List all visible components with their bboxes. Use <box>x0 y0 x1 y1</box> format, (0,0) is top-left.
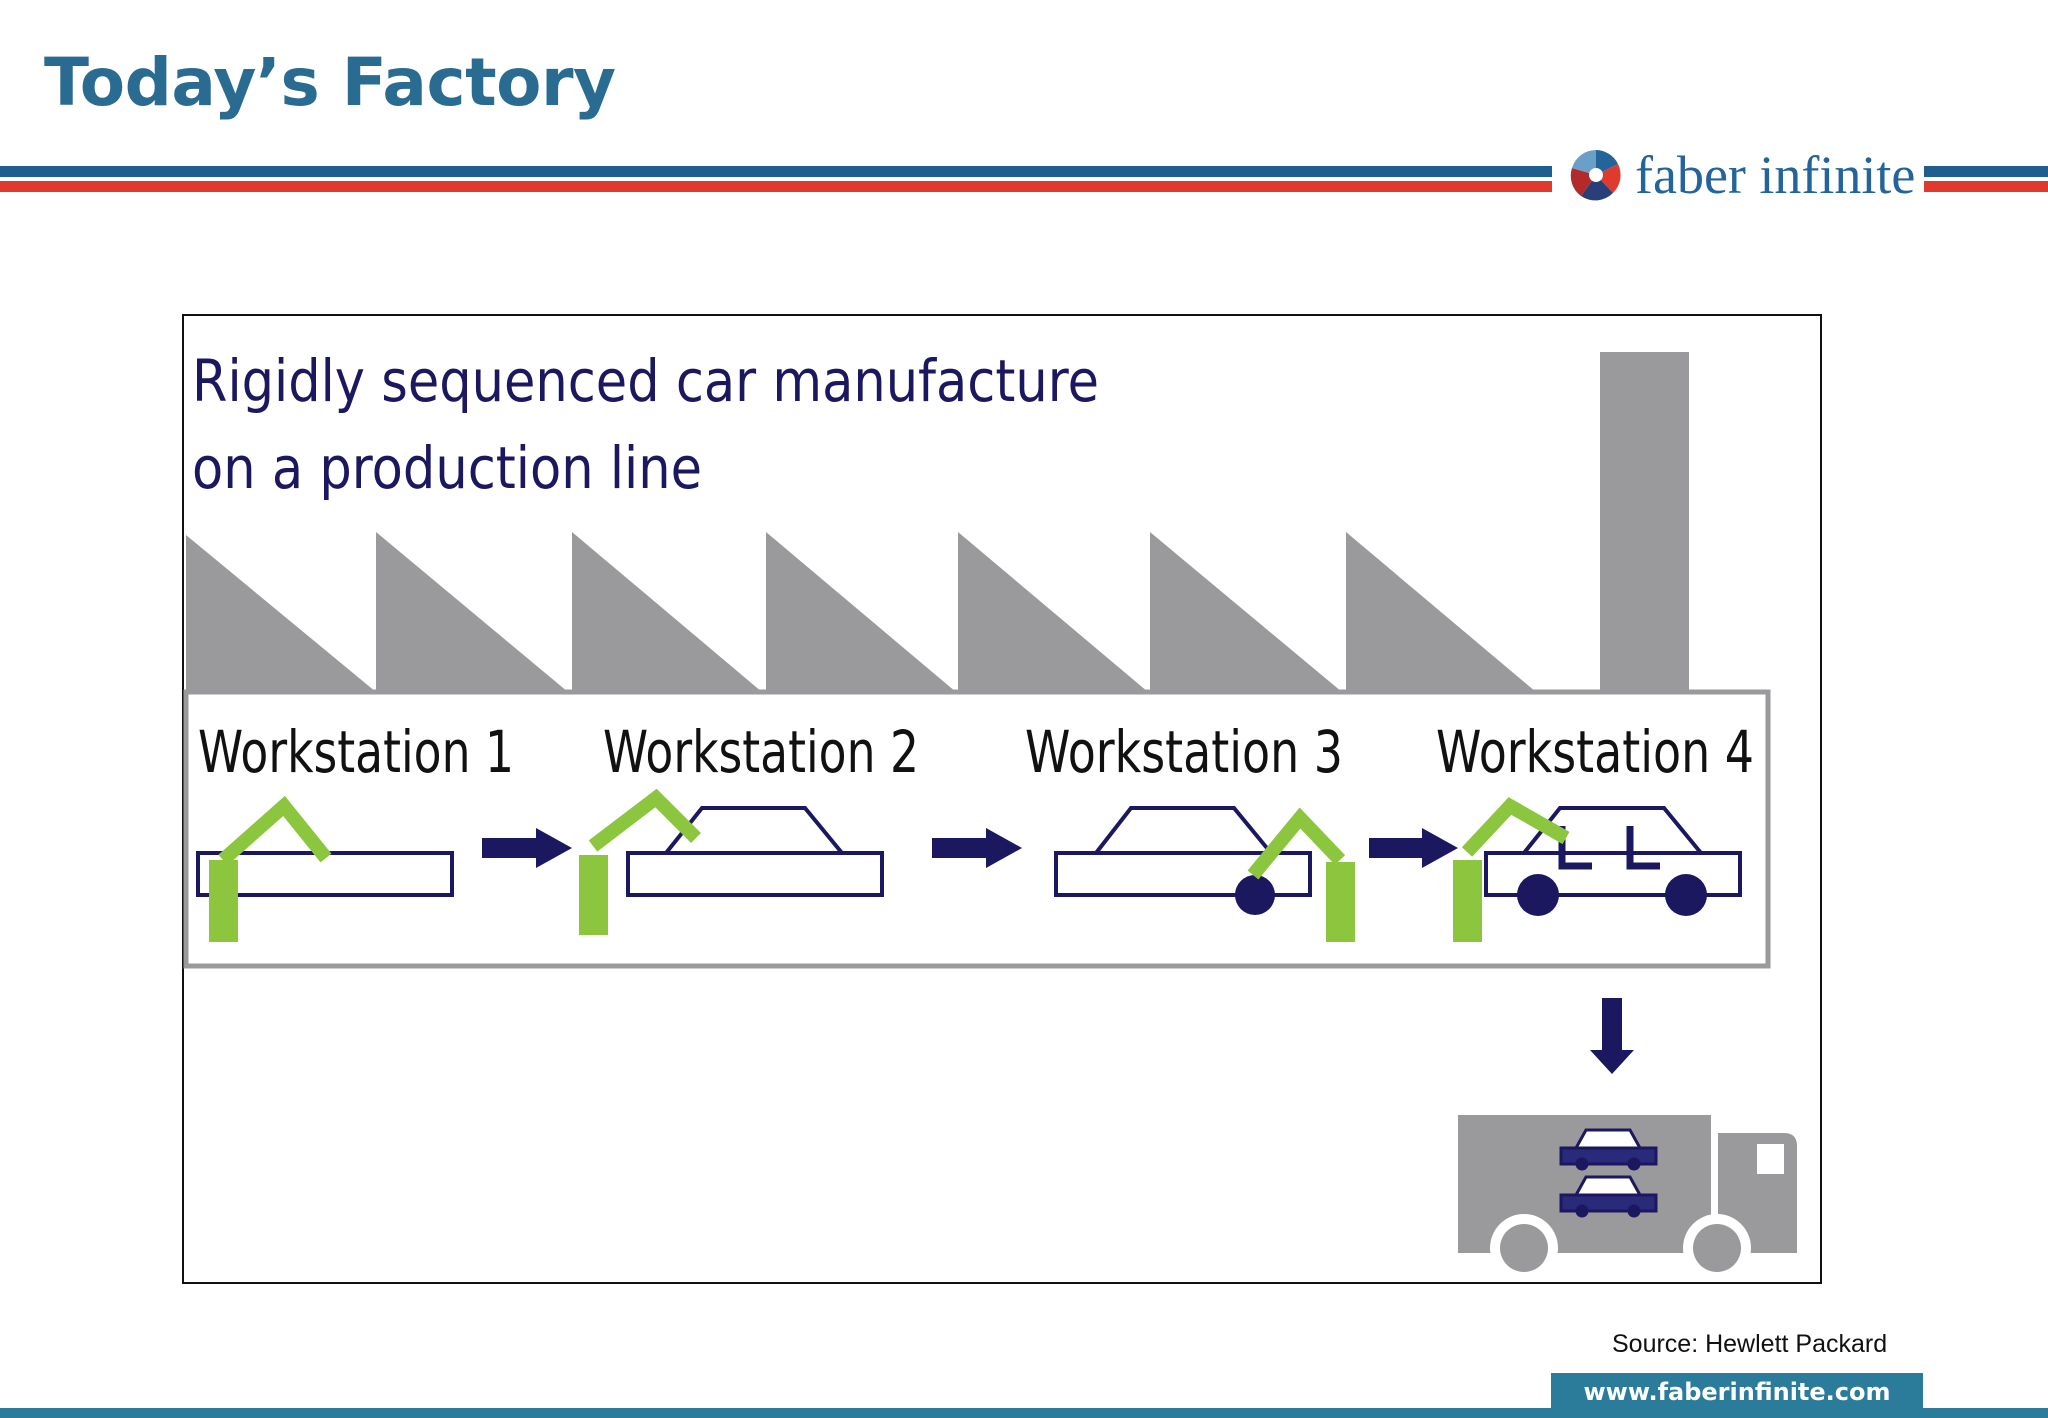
brand-logo: faber infinite <box>1565 145 1915 205</box>
website-url[interactable]: www.faberinfinite.com <box>1551 1373 1923 1410</box>
car-cabin-3 <box>1094 806 1273 855</box>
roof-tooth-3 <box>572 532 762 692</box>
workstation-1-label: Workstation 1 <box>198 718 514 786</box>
roof-tooth-7 <box>1346 532 1536 692</box>
slide-title: Today’s Factory <box>44 44 616 121</box>
robot-arm-4 <box>1453 797 1570 942</box>
roof-tooth-6 <box>1150 532 1342 692</box>
diagram-caption-line2: on a production line <box>192 434 702 502</box>
workstation-4-label: Workstation 4 <box>1436 718 1754 786</box>
car-chassis-2 <box>626 851 884 897</box>
roof-tooth-5 <box>958 532 1148 692</box>
arrow-right-2 <box>932 828 1022 868</box>
flow-arrows <box>482 828 1634 1074</box>
delivery-truck <box>1458 1115 1797 1282</box>
workstation-4-car <box>1484 806 1742 916</box>
car-wheel-3 <box>1235 875 1275 915</box>
car-seat-rear <box>1626 826 1660 870</box>
production-line-panel <box>183 689 1771 969</box>
roof-tooth-2 <box>376 532 568 692</box>
header-rule-blue-left <box>0 166 1552 177</box>
robot-arm-1 <box>209 795 332 942</box>
footer-bar <box>0 1408 2048 1418</box>
robot-arm-2 <box>579 788 701 935</box>
workstation-2-label: Workstation 2 <box>603 718 919 786</box>
faber-infinite-logo-icon <box>1570 149 1622 201</box>
truck-window <box>1757 1144 1784 1174</box>
car-wheel-4-front <box>1517 874 1559 916</box>
source-citation: Source: Hewlett Packard <box>1612 1330 1888 1358</box>
header-rule-red-right <box>1924 181 2048 192</box>
arrow-down <box>1590 998 1634 1074</box>
workstation-2-car <box>626 806 884 897</box>
factory-chimney <box>1600 352 1689 692</box>
brand-name: faber infinite <box>1635 145 1916 205</box>
diagram-caption-line1: Rigidly sequenced car manufacture <box>192 347 1099 415</box>
arrow-right-3 <box>1369 828 1458 868</box>
roof-tooth-1 <box>186 535 376 692</box>
header-rule-blue-right <box>1924 166 2048 177</box>
robot-arm-3 <box>1247 807 1355 942</box>
factory-roof <box>186 352 1689 692</box>
roof-tooth-4 <box>766 532 956 692</box>
arrow-right-1 <box>482 828 572 868</box>
truck-load-car-top <box>1559 1128 1658 1171</box>
truck-load-car-bottom <box>1559 1175 1658 1218</box>
workstation-3-label: Workstation 3 <box>1025 718 1343 786</box>
header-rule-red-left <box>0 181 1552 192</box>
car-wheel-4-rear <box>1665 874 1707 916</box>
